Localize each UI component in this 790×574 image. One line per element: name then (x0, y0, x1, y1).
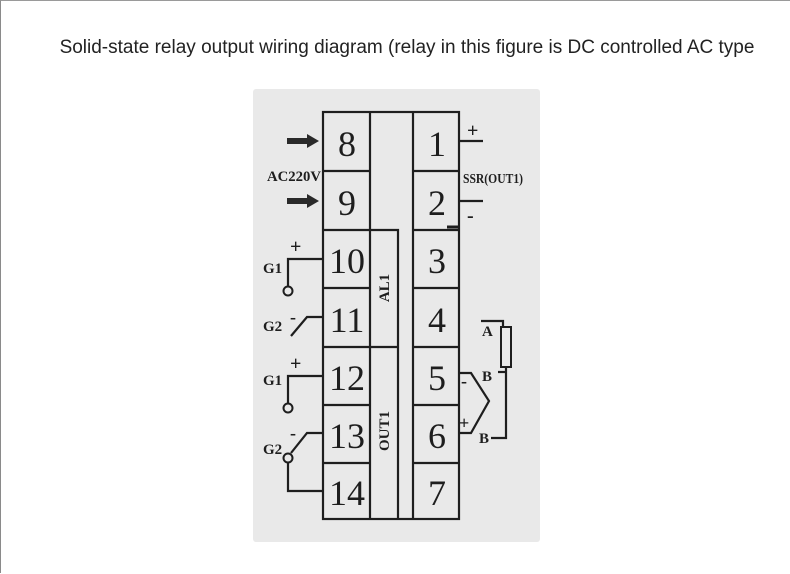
terminal-2: 2 (428, 183, 446, 223)
sensor-b-label: B (482, 369, 492, 385)
g2-minus-sign-2: - (290, 423, 296, 443)
diagram-panel (253, 89, 540, 542)
terminal-12: 12 (329, 358, 365, 398)
diagram-caption: Solid-state relay output wiring diagram … (59, 37, 755, 58)
sensor-b-label-2: B (479, 431, 489, 447)
arrow-right-icon (287, 134, 319, 148)
ssr-minus-sign: - (467, 205, 474, 227)
terminal-8: 8 (338, 124, 356, 164)
g1-plus-sign: + (290, 236, 301, 258)
terminal-3: 3 (428, 241, 446, 281)
terminal-4: 4 (428, 300, 446, 340)
g1-label-2: G1 (263, 373, 282, 389)
arrow-icons (287, 134, 319, 208)
g2-label-2: G2 (263, 442, 282, 458)
al1-label: AL1 (377, 274, 393, 302)
terminal-6: 6 (428, 416, 446, 456)
terminal-10: 10 (329, 241, 365, 281)
out1-label: OUT1 (377, 411, 393, 451)
sensor-plus-sign: + (459, 413, 469, 433)
g1-label: G1 (263, 261, 282, 277)
ssr-out1-label: SSR(OUT1) (463, 172, 523, 187)
terminal-5: 5 (428, 358, 446, 398)
arrow-right-icon (287, 194, 319, 208)
terminal-1: 1 (428, 124, 446, 164)
g2-label: G2 (263, 319, 282, 335)
terminal-9: 9 (338, 183, 356, 223)
terminal-11: 11 (330, 300, 365, 340)
terminal-14: 14 (329, 473, 365, 513)
g1-plus-sign-2: + (290, 353, 301, 375)
ac220v-label: AC220V (267, 169, 321, 185)
g2-minus-sign: - (290, 307, 296, 327)
terminal-block-outline (321, 110, 461, 521)
ssr-plus-sign: + (467, 120, 478, 142)
sensor-a-label: A (482, 324, 493, 340)
sensor-minus-sign: - (461, 371, 467, 391)
terminal-7: 7 (428, 473, 446, 513)
terminal-13: 13 (329, 416, 365, 456)
